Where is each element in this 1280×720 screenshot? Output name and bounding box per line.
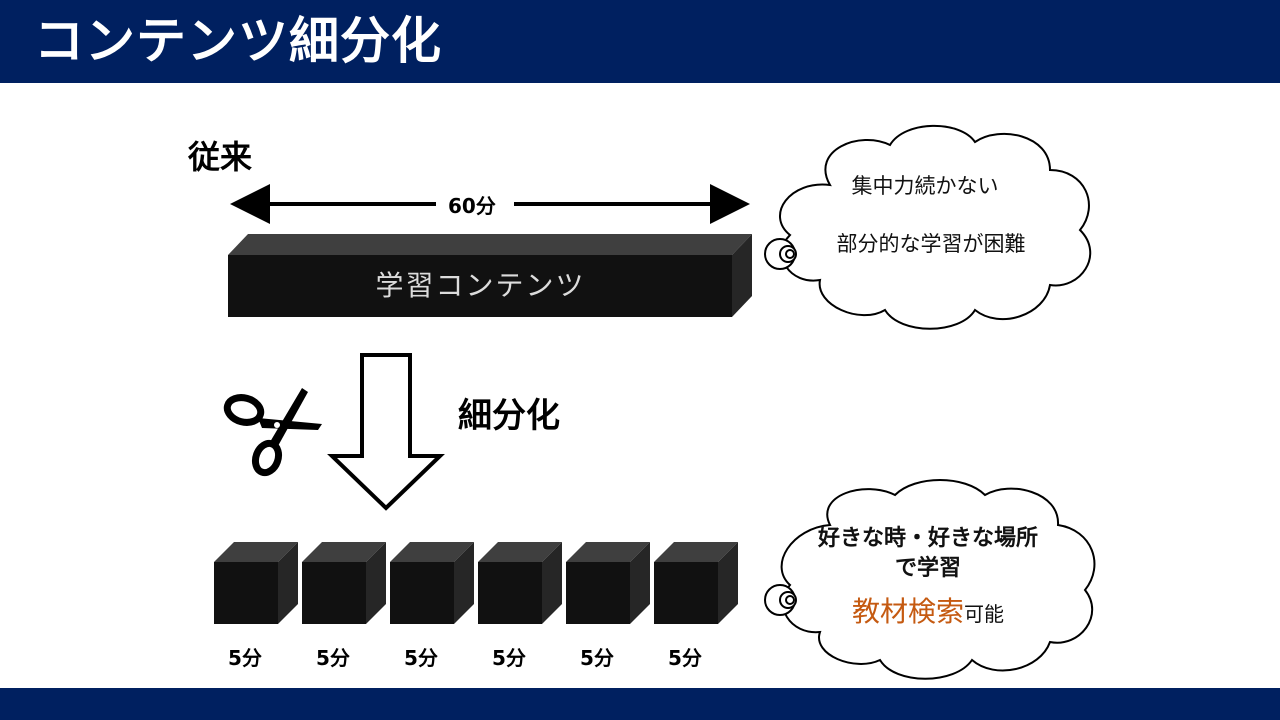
cloud-top-line1: 集中力続かない — [851, 174, 999, 198]
segment-label: 5分 — [492, 646, 526, 670]
slide-title: コンテンツ細分化 — [34, 12, 442, 70]
content-block-label: 学習コンテンツ — [375, 269, 586, 302]
content-blocks-small — [214, 542, 738, 624]
cloud-bottom-line1: 好きな時・好きな場所で学習 — [818, 526, 1039, 581]
thought-cloud-bottom — [764, 479, 1096, 680]
scissors-icon — [223, 388, 322, 477]
content-block-small — [566, 542, 650, 624]
label-split: 細分化 — [458, 396, 560, 436]
content-block-small — [478, 542, 562, 624]
down-arrow-icon — [327, 353, 445, 511]
content-block-small — [654, 542, 738, 624]
duration-label: 60分 — [448, 194, 496, 218]
cloud-bottom-tail: 可能 — [964, 602, 1004, 626]
segment-label: 5分 — [228, 646, 262, 670]
cloud-top-line2: 部分的な学習が困難 — [836, 232, 1026, 256]
segment-label: 5分 — [668, 646, 702, 670]
cloud-bottom-line3: 教材検索可能 — [818, 590, 1038, 630]
content-block-small — [302, 542, 386, 624]
content-block-small — [214, 542, 298, 624]
label-before: 従来 — [188, 138, 253, 176]
segment-label: 5分 — [316, 646, 350, 670]
segment-label: 5分 — [580, 646, 614, 670]
title-bar — [0, 0, 1280, 83]
cloud-bottom-highlight: 教材検索 — [851, 595, 964, 628]
segment-label: 5分 — [404, 646, 438, 670]
thought-cloud-top — [764, 124, 1092, 330]
footer-bar — [0, 688, 1280, 720]
content-block-small — [390, 542, 474, 624]
content-block-long — [228, 234, 752, 317]
